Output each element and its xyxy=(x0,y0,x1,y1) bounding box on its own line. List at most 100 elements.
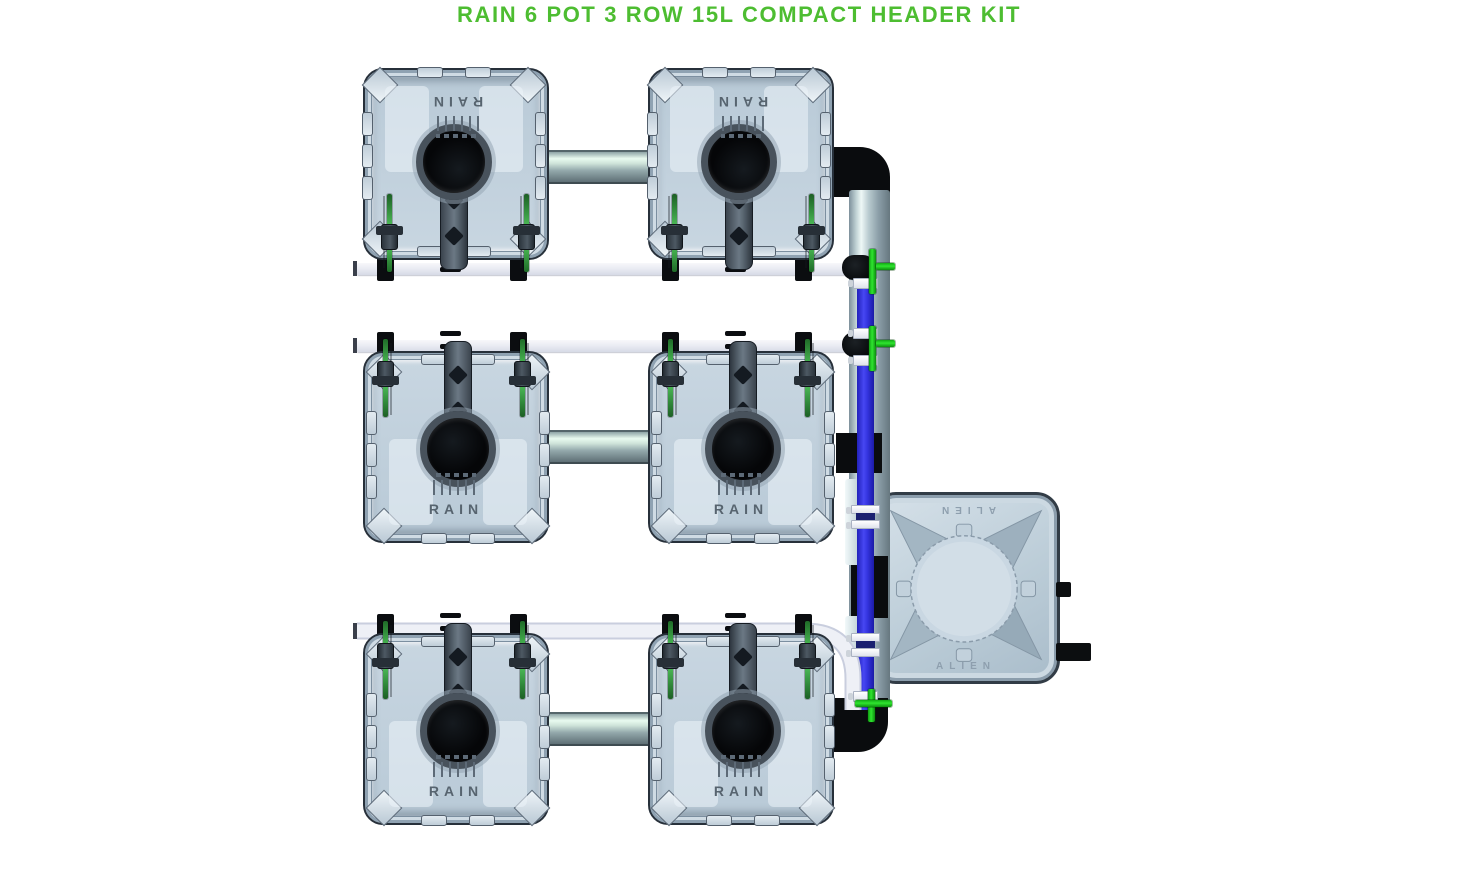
pot-edge-tab xyxy=(366,411,377,435)
level-pipe-row1 xyxy=(357,262,859,275)
chevron-icon xyxy=(448,647,468,667)
clip-foot xyxy=(798,226,825,235)
pot-edge-tab xyxy=(539,725,550,749)
drip-zigzag-icon xyxy=(436,473,476,477)
pot-edge-tab xyxy=(421,815,447,826)
drip-clip-left xyxy=(796,194,827,272)
drip-bars-icon xyxy=(718,480,764,495)
pot-edge-tab xyxy=(651,411,662,435)
drip-clip-left xyxy=(511,194,542,272)
pot-edge-tab xyxy=(824,411,835,435)
tank-inlet-coupler xyxy=(846,520,880,529)
pipe-coupler xyxy=(848,355,878,366)
drip-clip-left xyxy=(370,339,401,417)
pot-edge-tab xyxy=(539,757,550,781)
pot-edge-tab xyxy=(366,475,377,499)
pot-edge-tab xyxy=(465,67,491,78)
level-pipe-endcap-row1 xyxy=(353,261,357,276)
pot-brand-label: RAIN xyxy=(428,94,484,110)
tank-inlet-valve xyxy=(856,641,875,649)
pot-edge-tab xyxy=(421,533,447,544)
header-tank: ALIEN ALIEN xyxy=(872,492,1060,684)
pot-edge-tab xyxy=(651,475,662,499)
pot-edge-tab xyxy=(824,693,835,717)
pipe-coupler xyxy=(848,328,878,339)
pot-edge-tab xyxy=(539,411,550,435)
pot-edge-tab xyxy=(820,144,831,168)
pipe-coupler xyxy=(848,278,878,289)
pot-edge-tab xyxy=(366,443,377,467)
pot-edge-tab xyxy=(706,815,732,826)
tank-port-small xyxy=(1056,582,1071,597)
clip-foot xyxy=(509,658,536,667)
drip-clip-right xyxy=(507,339,538,417)
drip-bars-icon xyxy=(433,480,479,495)
pot-edge-tab xyxy=(754,636,780,647)
pot-edge-tab xyxy=(362,144,373,168)
pot-brand-label: RAIN xyxy=(713,783,769,799)
pot-edge-tab xyxy=(465,246,491,257)
pot-edge-tab xyxy=(651,443,662,467)
clip-foot xyxy=(372,658,399,667)
chevron-icon xyxy=(729,226,749,246)
diagram-title: RAIN 6 POT 3 ROW 15L COMPACT HEADER KIT xyxy=(457,1,1021,28)
pipe-bracket xyxy=(725,613,746,618)
grow-pot: RAIN xyxy=(363,621,551,827)
chevron-icon xyxy=(448,365,468,385)
drip-clip-left xyxy=(370,621,401,699)
pot-edge-tab xyxy=(750,246,776,257)
grow-pot: RAIN xyxy=(363,339,551,545)
drip-clip-right xyxy=(507,621,538,699)
pot-edge-tab xyxy=(535,112,546,136)
interpot-pipe-row2 xyxy=(549,430,648,464)
pot-edge-tab xyxy=(362,176,373,200)
pot-edge-tab xyxy=(754,533,780,544)
clip-foot xyxy=(372,376,399,385)
drip-zigzag-icon xyxy=(721,755,761,759)
grow-pot: RAIN xyxy=(648,339,836,545)
clip-foot xyxy=(794,376,821,385)
clamp-fitting-row3-arm xyxy=(855,700,892,707)
pipe-bracket xyxy=(510,255,527,281)
interpot-pipe-row3 xyxy=(549,712,648,746)
pot-edge-tab xyxy=(824,757,835,781)
drip-clip-right xyxy=(374,194,405,272)
clip-foot xyxy=(661,226,688,235)
pot-edge-tab xyxy=(366,757,377,781)
pot-edge-tab xyxy=(366,693,377,717)
chevron-icon xyxy=(733,647,753,667)
feed-pipe-blue xyxy=(857,258,874,710)
chevron-icon xyxy=(444,226,464,246)
pot-edge-tab xyxy=(647,112,658,136)
drip-zigzag-icon xyxy=(436,134,476,138)
level-pipe-endcap-row2 xyxy=(353,338,357,353)
pot-edge-tab xyxy=(417,67,443,78)
pot-edge-tab xyxy=(754,354,780,365)
pot-edge-tab xyxy=(469,815,495,826)
drip-zigzag-icon xyxy=(721,134,761,138)
pot-brand-label: RAIN xyxy=(713,94,769,110)
pot-edge-tab xyxy=(651,757,662,781)
pot-edge-tab xyxy=(651,725,662,749)
pot-edge-tab xyxy=(750,67,776,78)
pot-edge-tab xyxy=(702,67,728,78)
pot-edge-tab xyxy=(824,475,835,499)
interpot-pipe-row1 xyxy=(549,150,648,184)
tank-inlet-valve xyxy=(856,513,875,521)
clip-foot xyxy=(376,226,403,235)
drip-clip-right xyxy=(792,621,823,699)
clip-foot xyxy=(794,658,821,667)
drip-bars-icon xyxy=(718,762,764,777)
pot-edge-tab xyxy=(754,815,780,826)
drip-bars-icon xyxy=(433,762,479,777)
pot-edge-tab xyxy=(535,144,546,168)
pipe-bracket xyxy=(795,255,812,281)
pot-edge-tab xyxy=(824,725,835,749)
drip-bars-icon xyxy=(718,116,764,131)
pot-edge-tab xyxy=(469,354,495,365)
clip-foot xyxy=(509,376,536,385)
pipe-bracket xyxy=(725,331,746,336)
pot-brand-label: RAIN xyxy=(428,501,484,517)
pot-edge-tab xyxy=(539,443,550,467)
tank-brand-label-bottom: ALIEN xyxy=(936,661,996,672)
